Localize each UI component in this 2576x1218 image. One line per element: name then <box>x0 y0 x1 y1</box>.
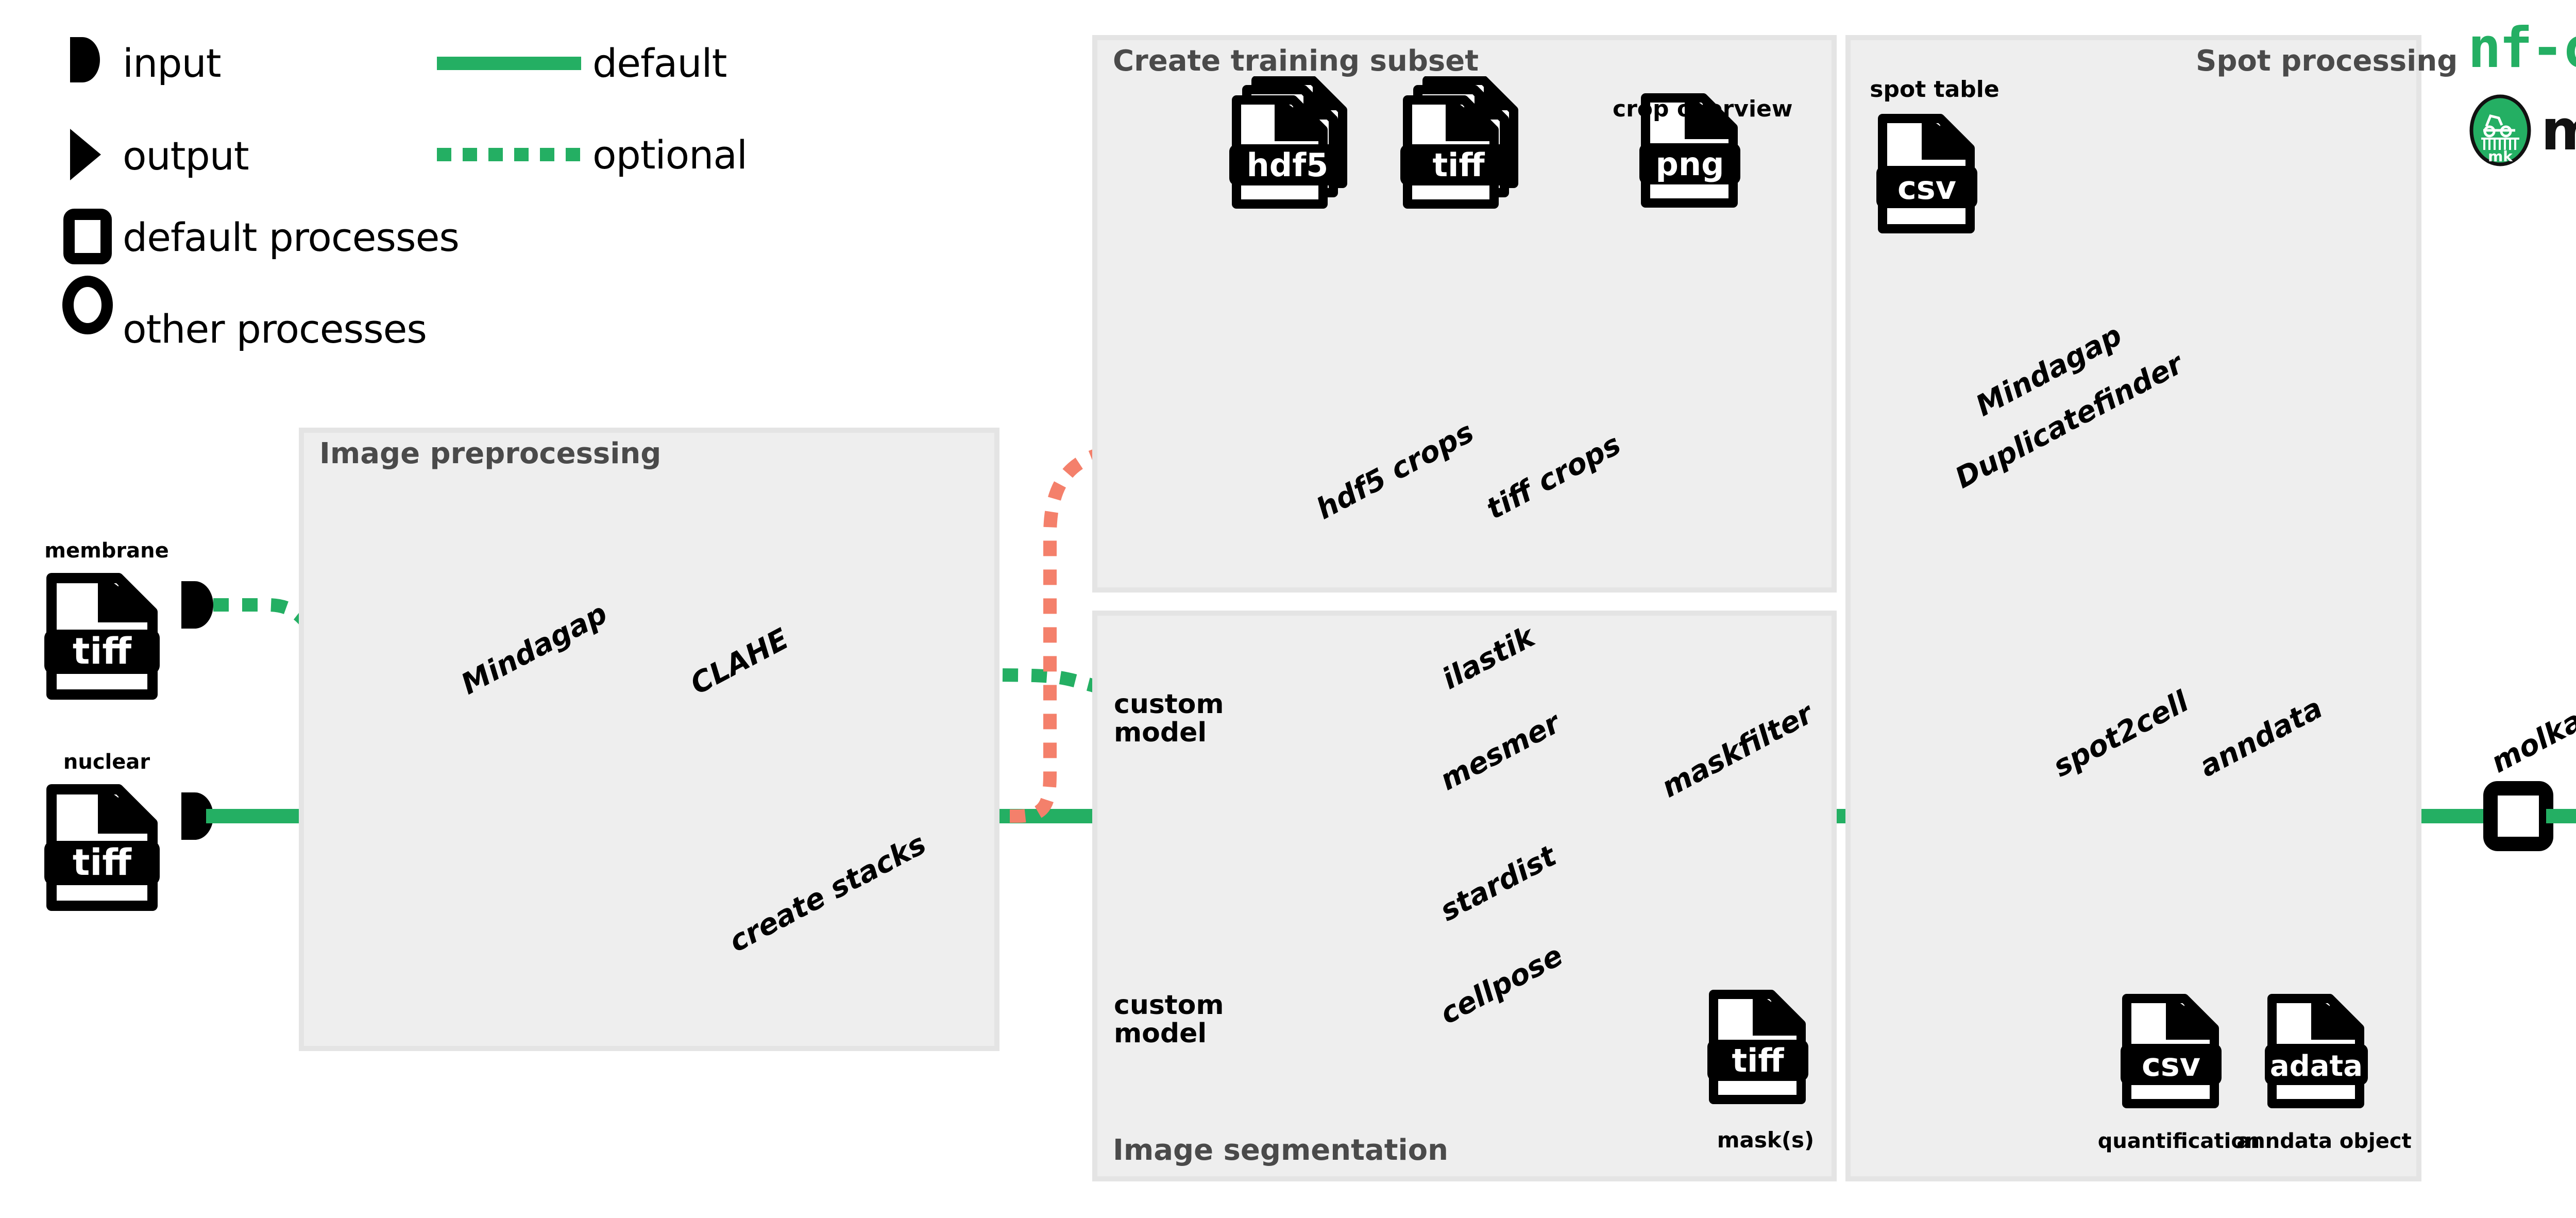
panel-title-training-subset: Create training subset <box>1113 44 1479 78</box>
custom-model-label-1-line2: model <box>1114 717 1207 748</box>
svg-text:tiff: tiff <box>73 841 132 884</box>
svg-text:png: png <box>1656 145 1724 183</box>
legend: input output default processes other pro… <box>0 0 876 361</box>
file-icon-png: png <box>1638 93 1757 234</box>
svg-text:tiff: tiff <box>73 630 132 672</box>
svg-text:csv: csv <box>2142 1046 2200 1084</box>
brand-pipeline: molkart <box>2541 98 2576 163</box>
legend-output-triangle-icon <box>70 129 101 180</box>
file-icon-quantification-csv: csv <box>2120 993 2238 1129</box>
file-caption-quantification: quantification <box>2097 1129 2260 1153</box>
svg-text:hdf5: hdf5 <box>1247 146 1329 184</box>
file-caption-spot-table: spot table <box>1870 76 1999 103</box>
file-icon-nuclear-tiff: tiff <box>42 783 171 914</box>
svg-text:mk: mk <box>2488 148 2513 165</box>
panel-title-spot-processing: Spot processing <box>2196 44 2458 78</box>
process-molkartqc[interactable] <box>2483 781 2553 851</box>
legend-label-output: output <box>123 133 249 179</box>
brand-logo: nf-core / mk molkart <box>2468 9 2576 169</box>
file-icon-membrane-tiff: tiff <box>42 572 171 703</box>
panel-title-preprocessing: Image preprocessing <box>319 437 662 470</box>
legend-label-default-processes: default processes <box>123 214 460 260</box>
legend-label-other-processes: other processes <box>123 306 427 352</box>
legend-circle-process-icon <box>62 276 113 334</box>
file-caption-membrane: membrane <box>44 539 169 563</box>
file-icon-spot-table-csv: csv <box>1875 113 1994 270</box>
panel-image-preprocessing <box>299 428 999 1051</box>
molkart-badge-icon: mk <box>2469 94 2531 166</box>
input-head-membrane <box>181 581 213 629</box>
legend-label-input: input <box>123 40 221 86</box>
svg-text:tiff: tiff <box>1432 146 1485 184</box>
legend-label-default-line: default <box>592 40 727 86</box>
file-icon-mask-tiff: tiff <box>1706 989 1825 1125</box>
file-caption-anndata-object: anndata object <box>2236 1129 2412 1153</box>
brand-org: nf-core <box>2468 15 2576 80</box>
file-icon-hdf5-stack: hdf5 <box>1226 76 1376 233</box>
svg-text:tiff: tiff <box>1732 1042 1784 1079</box>
custom-model-label-2-line2: model <box>1114 1018 1207 1049</box>
panel-title-segmentation: Image segmentation <box>1113 1134 1448 1167</box>
file-icon-tiff-stack: tiff <box>1397 76 1547 233</box>
legend-input-shape-icon <box>70 37 100 82</box>
custom-model-label-2-line1: custom <box>1114 990 1224 1021</box>
custom-model-label-1-line1: custom <box>1114 689 1224 720</box>
file-caption-masks: mask(s) <box>1717 1127 1815 1153</box>
legend-label-optional-line: optional <box>592 132 748 178</box>
input-head-nuclear <box>181 792 213 840</box>
svg-text:adata: adata <box>2270 1050 2363 1083</box>
file-caption-nuclear: nuclear <box>63 750 150 774</box>
svg-text:csv: csv <box>1897 169 1956 207</box>
legend-square-process-icon <box>63 209 112 264</box>
file-icon-anndata-adata: adata <box>2265 993 2383 1129</box>
file-caption-crop-overview: crop overview <box>1613 96 1793 122</box>
edge-createstacks-to-crops-optional <box>952 441 1196 823</box>
